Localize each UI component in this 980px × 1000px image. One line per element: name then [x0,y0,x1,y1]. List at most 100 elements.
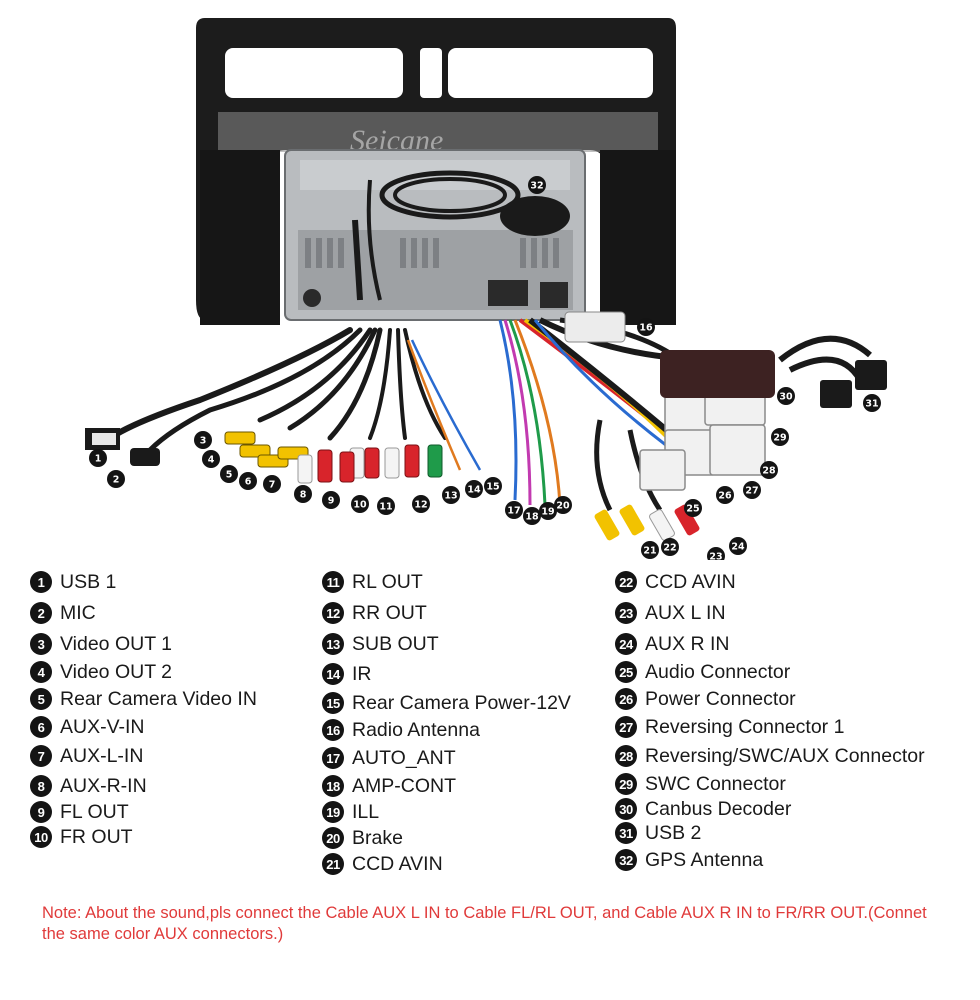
callout-2: 2 [107,470,125,488]
white-harness-connectors [639,384,766,491]
callout-8: 8 [294,485,312,503]
callout-4: 4 [202,450,220,468]
callout-14: 14 [465,480,483,498]
callout-number: 31 [865,399,878,410]
callout-27: 27 [743,481,761,499]
legend-number-badge: 16 [322,719,344,741]
callout-22: 22 [661,538,679,556]
callout-28: 28 [760,461,778,479]
legend-number-badge: 15 [322,692,344,714]
callout-10: 10 [351,495,369,513]
callout-number: 32 [530,181,543,192]
legend-number-badge: 24 [615,633,637,655]
callout-number: 2 [113,475,120,486]
legend-number-badge: 3 [30,633,52,655]
callout-23: 23 [707,547,725,560]
callout-number: 4 [208,455,215,466]
legend-number-badge: 8 [30,775,52,797]
callout-number: 26 [718,491,732,502]
legend-label: AUX L IN [645,601,726,624]
callout-number: 7 [269,480,276,491]
callout-number: 15 [486,482,499,493]
callout-20: 20 [554,496,572,514]
callout-number: 29 [773,433,786,444]
legend-label: Canbus Decoder [645,797,792,820]
callout-number: 13 [444,491,457,502]
legend-label: ILL [352,800,380,823]
legend-label: CCD AVIN [645,570,736,593]
callout-number: 27 [745,486,758,497]
legend-label: FR OUT [60,825,133,848]
legend-number-badge: 2 [30,602,52,624]
dash-frame [196,18,676,325]
callout-17: 17 [505,501,523,519]
wiring-diagram: Seicane [85,18,887,560]
callout-6: 6 [239,472,257,490]
legend-number-badge: 9 [30,801,52,823]
callout-number: 21 [643,546,656,557]
callout-25: 25 [684,499,702,517]
callout-7: 7 [263,475,281,493]
callout-number: 24 [731,542,745,553]
legend-item-28: 28 Reversing/SWC/AUX Connector [615,743,925,769]
legend-number-badge: 26 [615,688,637,710]
callout-26: 26 [716,486,734,504]
legend-label: Audio Connector [645,660,791,683]
legend-label: Power Connector [645,687,796,710]
legend-number-badge: 4 [30,661,52,683]
left-cable-bundle [112,327,447,453]
sound-note: Note: About the sound,pls connect the Ca… [42,904,927,943]
callout-number: 11 [379,502,392,513]
callout-number: 1 [95,454,102,465]
callout-number: 23 [709,552,722,561]
callout-number: 20 [556,501,570,512]
callout-number: 28 [762,466,776,477]
legend-item-2: 2 MIC [30,600,96,626]
legend-number-badge: 18 [322,775,344,797]
callout-number: 17 [507,506,520,517]
legend-label: Brake [352,826,403,849]
callout-30: 30 [777,387,795,405]
legend-label: MIC [60,601,96,624]
legend-label: FL OUT [60,800,129,823]
legend-label: Reversing/SWC/AUX Connector [645,744,925,767]
callout-29: 29 [771,428,789,446]
legend-label: USB 2 [645,821,702,844]
legend-number-badge: 29 [615,773,637,795]
legend-item-9: 9 FL OUT [30,799,129,825]
legend-number-badge: 19 [322,801,344,823]
legend-item-4: 4 Video OUT 2 [30,659,172,685]
callout-5: 5 [220,465,238,483]
callout-24: 24 [729,537,747,555]
callout-3: 3 [194,431,212,449]
legend-number-badge: 12 [322,602,344,624]
aux-rca-plugs [594,504,700,541]
legend-label: CCD AVIN [352,852,443,875]
legend-label: USB 1 [60,570,117,593]
legend-number-badge: 25 [615,661,637,683]
legend-label: Video OUT 2 [60,660,173,683]
callout-number: 5 [226,470,233,481]
legend-number-badge: 28 [615,745,637,767]
legend-item-1: 1 USB 1 [30,569,116,595]
legend-number-badge: 10 [30,826,52,848]
legend-number-badge: 1 [30,571,52,593]
callout-number: 6 [245,477,252,488]
callout-number: 12 [414,500,427,511]
gps-antenna [352,170,570,301]
callout-number: 19 [541,507,554,518]
